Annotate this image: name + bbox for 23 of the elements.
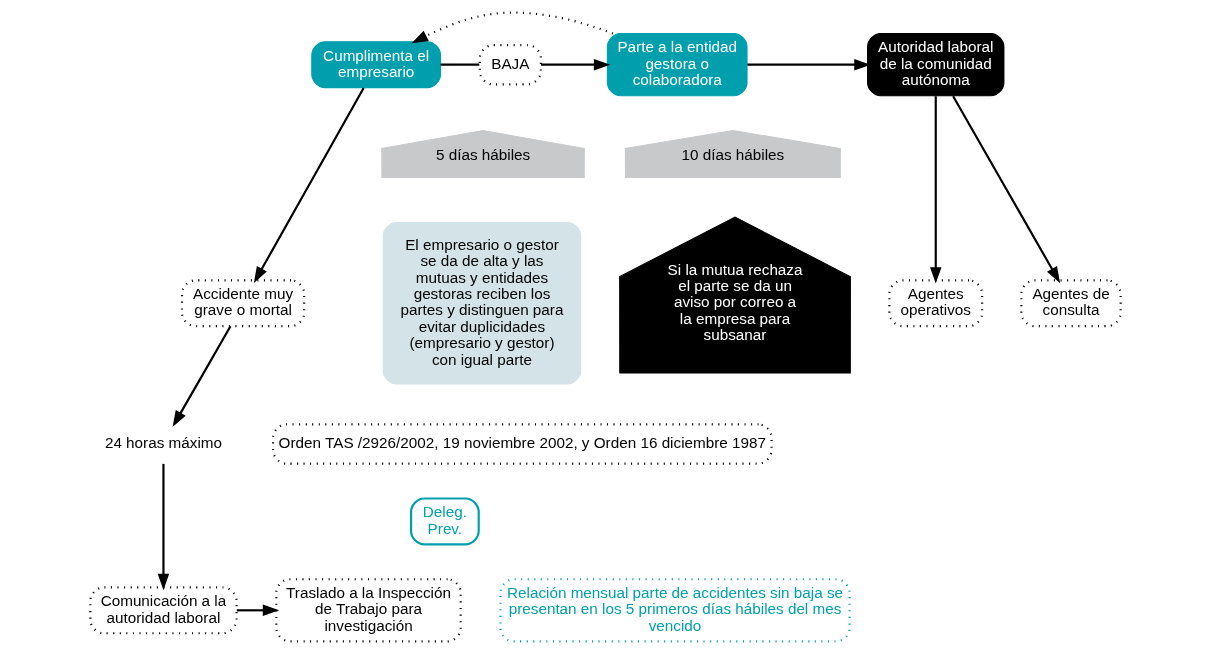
arrow	[172, 325, 232, 427]
node-text: 24 horas máximo	[104, 434, 222, 451]
node-box: Cumplimenta el empresario	[311, 41, 442, 89]
arrow	[952, 95, 1061, 284]
arrow	[253, 87, 365, 284]
node-box: Deleg. Prev.	[409, 497, 480, 546]
node-box: Traslado a la Inspección de Trabajo para investigación	[275, 578, 462, 643]
node-box: BAJA	[478, 43, 542, 86]
arrow	[236, 604, 280, 617]
node-box: Orden TAS /2926/2002, 19 noviembre 2002, y Orden 16 diciembre 1987	[272, 423, 773, 465]
node-box: Agentes de consulta	[1020, 279, 1122, 328]
connector	[440, 63, 480, 66]
node-box: El empresario o gestor se da de alta y las mutuas y entidades gestoras reciben los partes y distinguen para evitar duplicidades (empresario y gestor) con igual parte	[382, 222, 582, 385]
node-box: Comunicación a la autoridad laboral	[89, 586, 238, 635]
arrow	[411, 11, 614, 44]
arrow	[930, 96, 942, 284]
node-box: Agentes operativos	[888, 279, 984, 328]
node-box: Relación mensual parte de accidentes sin baja se presentan en los 5 primeros días hábiles del mes vencido	[499, 578, 851, 643]
node-box: Autoridad laboral de la comunidad autónoma	[867, 33, 1005, 97]
node-box: Accidente muy grave o mortal	[180, 279, 306, 328]
arrow	[540, 58, 611, 71]
node-box: Parte a la entidad gestora o colaboradora	[606, 33, 748, 97]
arrow	[157, 463, 170, 591]
